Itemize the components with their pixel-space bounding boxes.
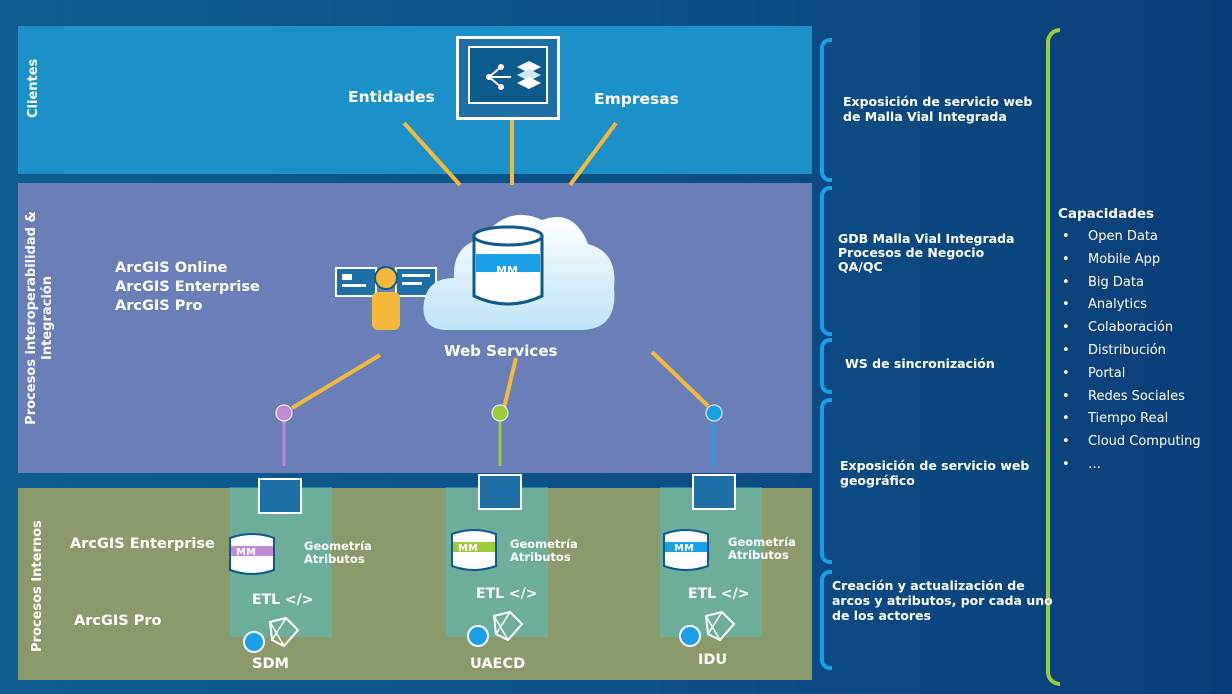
clientes-band — [18, 26, 812, 174]
right-item-3: WS de sincronización — [845, 356, 995, 371]
sdm-atributos: Atributos — [304, 552, 365, 566]
brace-5 — [820, 570, 832, 670]
idu-label: IDU — [698, 652, 728, 668]
line-entidades — [402, 121, 462, 187]
right-item-4-line1: Exposición de servicio web — [840, 458, 1030, 473]
right-item-4: Exposición de servicio web geográfico — [840, 458, 1029, 488]
brace-2 — [820, 186, 832, 336]
right-item-1-line2: de Malla Vial Integrada — [843, 109, 1007, 124]
sdm-etl: ETL </> — [252, 592, 314, 608]
idu-attrs: Geometría Atributos — [728, 536, 796, 562]
uaecd-atributos: Atributos — [510, 550, 571, 564]
right-item-4-line2: geográfico — [840, 473, 915, 488]
brace-4 — [820, 398, 832, 564]
cap-open-data: Open Data — [1058, 226, 1201, 249]
sdm-label: SDM — [252, 656, 289, 672]
right-item-5-line3: de los actores — [832, 608, 931, 623]
sdm-db-label: MM — [236, 547, 256, 558]
uaecd-network-icon — [467, 610, 524, 647]
idu-etl: ETL </> — [688, 586, 750, 602]
uaecd-geometria: Geometría — [510, 537, 578, 551]
right-item-2-line2: Procesos de Negocio — [838, 245, 985, 260]
platform-enterprise: ArcGIS Enterprise — [115, 279, 260, 295]
mm-database-icon — [472, 225, 544, 306]
cap-mobile-app: Mobile App — [1058, 249, 1201, 272]
idu-geometria: Geometría — [728, 535, 796, 549]
line-sdm — [290, 353, 382, 410]
node-uaecd — [491, 404, 509, 422]
sdm-monitor-icon — [258, 478, 302, 514]
cloud-db-label: MM — [496, 264, 518, 277]
right-item-2-line3: QA/QC — [838, 259, 883, 274]
uaecd-label: UAECD — [470, 656, 526, 672]
interop-band — [18, 183, 812, 473]
uaecd-attrs: Geometría Atributos — [510, 538, 578, 564]
capacidades-brace — [1046, 28, 1060, 686]
internos-band — [18, 488, 812, 680]
cap-colaboracion: Colaboración — [1058, 317, 1201, 340]
cap-ellipsis: … — [1058, 454, 1201, 477]
web-services-label: Web Services — [444, 342, 558, 360]
uaecd-db-icon — [451, 529, 497, 571]
sdm-db-icon — [229, 533, 275, 575]
right-item-1-line1: Exposición de servicio web — [843, 94, 1033, 109]
cap-tiempo-real: Tiempo Real — [1058, 408, 1201, 431]
node-sdm — [275, 404, 293, 422]
sdm-attrs: Geometría Atributos — [304, 540, 372, 566]
line-empresas — [568, 121, 618, 187]
right-item-5-line1: Creación y actualización de — [832, 578, 1025, 593]
network-layers-icon — [468, 46, 548, 104]
sdm-geometria: Geometría — [304, 539, 372, 553]
platform-pro: ArcGIS Pro — [115, 298, 203, 314]
idu-atributos: Atributos — [728, 548, 789, 562]
operator-icon — [335, 266, 437, 330]
right-item-5-line2: arcos y atributos, por cada uno — [832, 593, 1053, 608]
cap-big-data: Big Data — [1058, 272, 1201, 295]
cap-redes-sociales: Redes Sociales — [1058, 386, 1201, 409]
uaecd-monitor-icon — [478, 474, 522, 510]
line-idu — [650, 350, 710, 408]
cap-cloud-computing: Cloud Computing — [1058, 431, 1201, 454]
idu-monitor-icon — [692, 474, 736, 510]
idu-db-icon — [663, 529, 709, 571]
brace-3 — [820, 338, 832, 394]
idu-db-label: MM — [674, 543, 694, 554]
cap-portal: Portal — [1058, 363, 1201, 386]
sdm-network-icon — [243, 616, 300, 653]
client-monitor-icon — [456, 36, 560, 120]
cap-distribucion: Distribución — [1058, 340, 1201, 363]
capacidades-title: Capacidades — [1058, 206, 1155, 222]
brace-1 — [820, 38, 832, 182]
right-item-2-line1: GDB Malla Vial Integrada — [838, 231, 1015, 246]
right-item-3-line1: WS de sincronización — [845, 356, 995, 371]
uaecd-db-label: MM — [458, 543, 478, 554]
internos-pro: ArcGIS Pro — [74, 613, 162, 629]
platform-list: ArcGIS Online ArcGIS Enterprise ArcGIS P… — [115, 259, 260, 316]
idu-network-icon — [679, 610, 736, 647]
line-uaecd — [502, 357, 518, 409]
capacidades-list: Capacidades Open Data Mobile App Big Dat… — [1058, 206, 1201, 477]
node-idu — [705, 404, 723, 422]
uaecd-etl: ETL </> — [476, 586, 538, 602]
right-item-1: Exposición de servicio web de Malla Vial… — [843, 94, 1032, 124]
cap-analytics: Analytics — [1058, 294, 1201, 317]
empresas-label: Empresas — [594, 90, 679, 108]
platform-online: ArcGIS Online — [115, 260, 228, 276]
right-item-5: Creación y actualización de arcos y atri… — [832, 578, 1053, 623]
right-item-2: GDB Malla Vial Integrada Procesos de Neg… — [838, 232, 1015, 274]
entidades-label: Entidades — [348, 88, 435, 106]
internos-enterprise: ArcGIS Enterprise — [70, 536, 215, 552]
